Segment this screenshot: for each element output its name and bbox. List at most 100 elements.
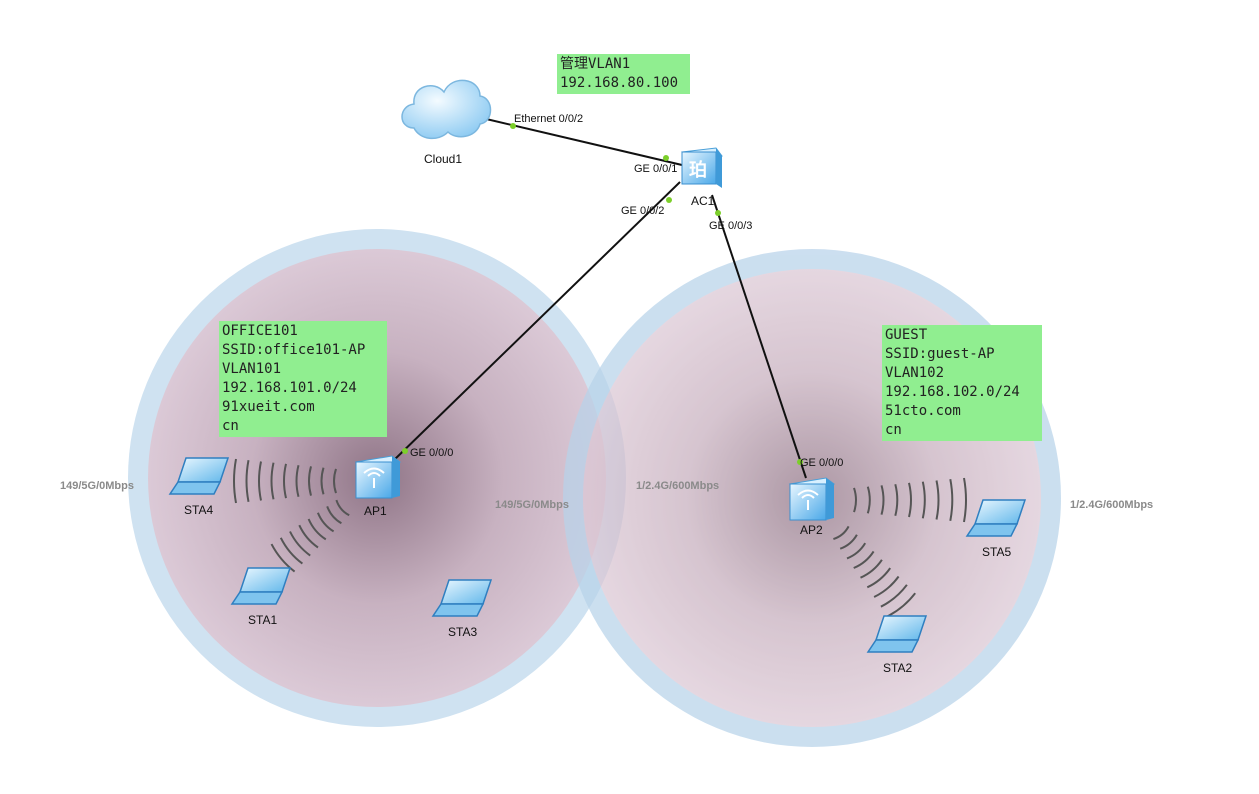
signal-arc — [316, 512, 335, 533]
link-ac-ap2[interactable] — [711, 194, 807, 479]
sta3-label: STA3 — [448, 625, 477, 639]
signal-arc — [270, 543, 296, 573]
sta1-device[interactable]: STA1 — [230, 567, 292, 627]
sta3-device[interactable]: STA3 — [431, 579, 493, 639]
cloud-label: Cloud1 — [424, 152, 462, 166]
port-label-ac-ge2: GE 0/0/2 — [621, 205, 664, 217]
sta1-label: STA1 — [248, 613, 277, 627]
signal-arc — [307, 518, 327, 541]
note-line: SSID:office101-AP — [222, 342, 366, 358]
cloud-icon — [401, 79, 492, 140]
ac-device[interactable]: 珀 AC1 — [681, 147, 723, 208]
signal-arc — [949, 479, 954, 521]
ac-label: AC1 — [691, 194, 715, 208]
signal-arc — [908, 482, 912, 518]
signal-arc — [258, 461, 262, 501]
signal-arc — [853, 550, 875, 569]
port-dot-cloud-eth — [510, 123, 516, 129]
signal-arc — [270, 462, 275, 500]
sta2-device[interactable]: STA2 — [866, 615, 928, 675]
signal-arc — [320, 467, 325, 495]
laptop-icon — [431, 579, 493, 617]
sta4-label: STA4 — [184, 503, 213, 517]
note-line: 192.168.102.0/24 — [885, 384, 1020, 400]
note-line: VLAN102 — [885, 365, 945, 381]
rate-label-ap1-right: 149/5G/0Mbps — [495, 499, 569, 511]
signal-arc — [326, 506, 342, 525]
signal-arc — [233, 458, 237, 504]
signal-arc — [245, 460, 250, 502]
wireless-signal-arcs — [233, 458, 967, 618]
note-line: cn — [222, 418, 239, 434]
signal-arc — [866, 486, 871, 514]
signal-arc — [880, 485, 885, 515]
port-dot-ap2-ge0 — [797, 459, 803, 465]
signal-arc — [335, 499, 350, 517]
signal-arc — [833, 525, 850, 541]
ap1-label: AP1 — [364, 504, 387, 518]
note-line: GUEST — [885, 327, 928, 343]
signal-arc — [894, 483, 899, 517]
signal-arc — [295, 464, 300, 498]
signal-arc — [921, 481, 926, 519]
signal-arc — [839, 534, 858, 550]
note-line: OFFICE101 — [222, 323, 298, 339]
signal-arc — [866, 567, 892, 589]
signal-arc — [880, 584, 908, 608]
note-line: 管理VLAN1 — [560, 56, 631, 72]
rate-label-ap1-left: 149/5G/0Mbps — [60, 480, 134, 492]
ap2-label: AP2 — [800, 523, 823, 537]
laptop-icon — [168, 457, 230, 495]
port-label-ap2-ge0: GE 0/0/0 — [800, 457, 843, 469]
sta2-label: STA2 — [883, 661, 912, 675]
signal-arc — [298, 524, 319, 549]
signal-arc — [333, 468, 337, 494]
note-line: cn — [885, 422, 902, 438]
note-line: VLAN101 — [222, 361, 282, 377]
ap2-device[interactable]: AP2 — [788, 477, 836, 537]
ap1-device[interactable]: AP1 — [354, 455, 402, 518]
guest-network-note[interactable]: GUEST SSID:guest-AP VLAN102 192.168.102.0/2… — [882, 325, 1042, 441]
note-line: 192.168.80.100 — [560, 75, 679, 91]
signal-arc — [283, 463, 287, 499]
signal-arc — [846, 542, 867, 560]
signal-arc — [935, 480, 940, 520]
signal-arc — [279, 537, 303, 565]
signal-arc — [308, 466, 312, 496]
note-line: 91xueit.com — [222, 399, 315, 415]
signal-arc — [853, 487, 857, 513]
cloud-device[interactable]: Cloud1 — [401, 79, 492, 166]
signal-arc — [873, 575, 900, 598]
sta5-label: STA5 — [982, 545, 1011, 559]
sta5-device[interactable]: STA5 — [965, 499, 1027, 559]
rate-label-ap2-right: 1/2.4G/600Mbps — [1070, 499, 1153, 511]
svg-text:珀: 珀 — [689, 159, 707, 181]
management-vlan-note[interactable]: 管理VLAN1 192.168.80.100 — [557, 54, 690, 94]
signal-arc — [887, 592, 916, 618]
wireless-ap-icon — [788, 477, 836, 521]
signal-arc — [963, 477, 967, 523]
laptop-icon — [230, 567, 292, 605]
access-controller-icon: 珀 — [681, 147, 723, 188]
port-dot-ap1-ge0 — [402, 448, 408, 454]
signal-arc — [289, 531, 311, 557]
note-line: 192.168.101.0/24 — [222, 380, 357, 396]
note-line: SSID:guest-AP — [885, 346, 995, 362]
rate-label-ap2-left: 1/2.4G/600Mbps — [636, 480, 719, 492]
port-label-ap1-ge0: GE 0/0/0 — [410, 447, 453, 459]
port-dot-ac-ge3 — [715, 210, 721, 216]
wireless-ap-icon — [354, 455, 402, 499]
port-label-ac-ge3: GE 0/0/3 — [709, 220, 752, 232]
port-dot-ac-ge2 — [666, 197, 672, 203]
laptop-icon — [965, 499, 1027, 537]
signal-arc — [860, 559, 883, 579]
link-ac-ap1[interactable] — [391, 181, 681, 463]
port-dot-ac-ge1 — [663, 155, 669, 161]
laptop-icon — [866, 615, 928, 653]
sta4-device[interactable]: STA4 — [168, 457, 230, 517]
port-label-ac-ge1: GE 0/0/1 — [634, 163, 677, 175]
port-label-cloud-eth: Ethernet 0/0/2 — [514, 113, 583, 125]
note-line: 51cto.com — [885, 403, 961, 419]
